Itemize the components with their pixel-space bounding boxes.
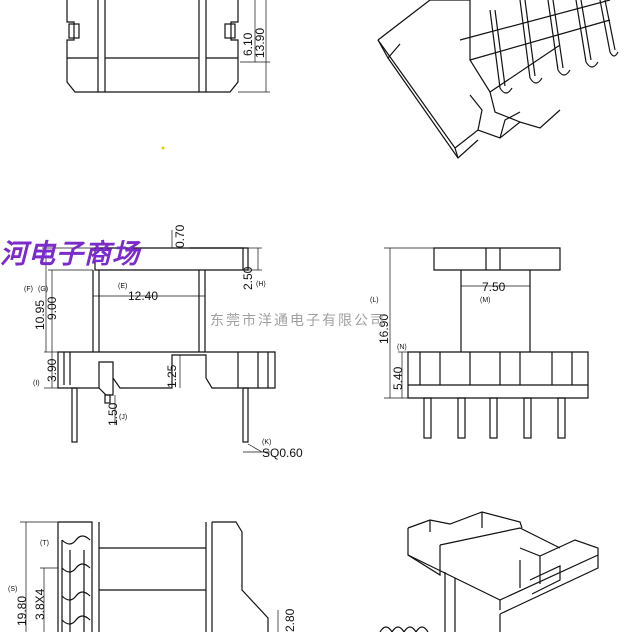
dim-S: 19.80	[15, 596, 29, 626]
dim-T: 3.8X4	[33, 588, 47, 620]
dim-right-bottom: 2.80	[283, 608, 297, 632]
dim-top-0-70: 0.70	[173, 224, 187, 248]
tag-H: (H)	[256, 281, 266, 288]
front-view-dim-lines	[42, 230, 270, 453]
tag-G: (G)	[38, 286, 48, 293]
shop-watermark: 河电子商场	[0, 239, 140, 270]
side-view	[407, 247, 589, 439]
dim-N: 5.40	[391, 366, 405, 390]
dim-K: SQ0.60	[262, 446, 303, 460]
dim-H: 2.50	[241, 266, 255, 290]
dim-center: 1.25	[165, 364, 179, 388]
dim-J: 1.50	[106, 402, 120, 426]
tag-L: (L)	[370, 297, 379, 304]
isometric-view-bottom	[379, 511, 599, 632]
tag-E: (E)	[118, 283, 127, 290]
bottom-view-dim-lines	[20, 521, 279, 632]
dim-M: 7.50	[482, 280, 506, 294]
tag-M: (M)	[480, 297, 491, 304]
tag-F: (F)	[24, 286, 33, 293]
dim-I: 3.90	[45, 358, 59, 382]
tag-I: (I)	[33, 380, 40, 387]
dim-G: 9.00	[45, 296, 59, 320]
isometric-view-top	[377, 0, 619, 159]
tag-K: (K)	[262, 439, 271, 446]
dim-F: 10.95	[33, 300, 47, 330]
dimension-texts: 6.10 13.90 0.70 12.40 (E) 2.50 (H) 10.95…	[8, 28, 506, 632]
tag-S: (S)	[8, 586, 17, 593]
tag-J: (J)	[119, 414, 127, 421]
tag-T: (T)	[40, 540, 49, 547]
bottom-view	[57, 521, 269, 632]
dim-top-6-10: 6.10	[241, 32, 255, 56]
dim-E: 12.40	[128, 289, 158, 303]
tag-N: (N)	[397, 344, 407, 351]
side-view-dim-lines	[384, 247, 530, 399]
dim-L: 16.90	[377, 314, 391, 344]
company-watermark: 东莞市洋通电子有限公司	[210, 313, 386, 329]
dim-top-13-90: 13.90	[253, 28, 267, 58]
top-view	[66, 0, 270, 93]
marker-dot	[161, 146, 165, 150]
